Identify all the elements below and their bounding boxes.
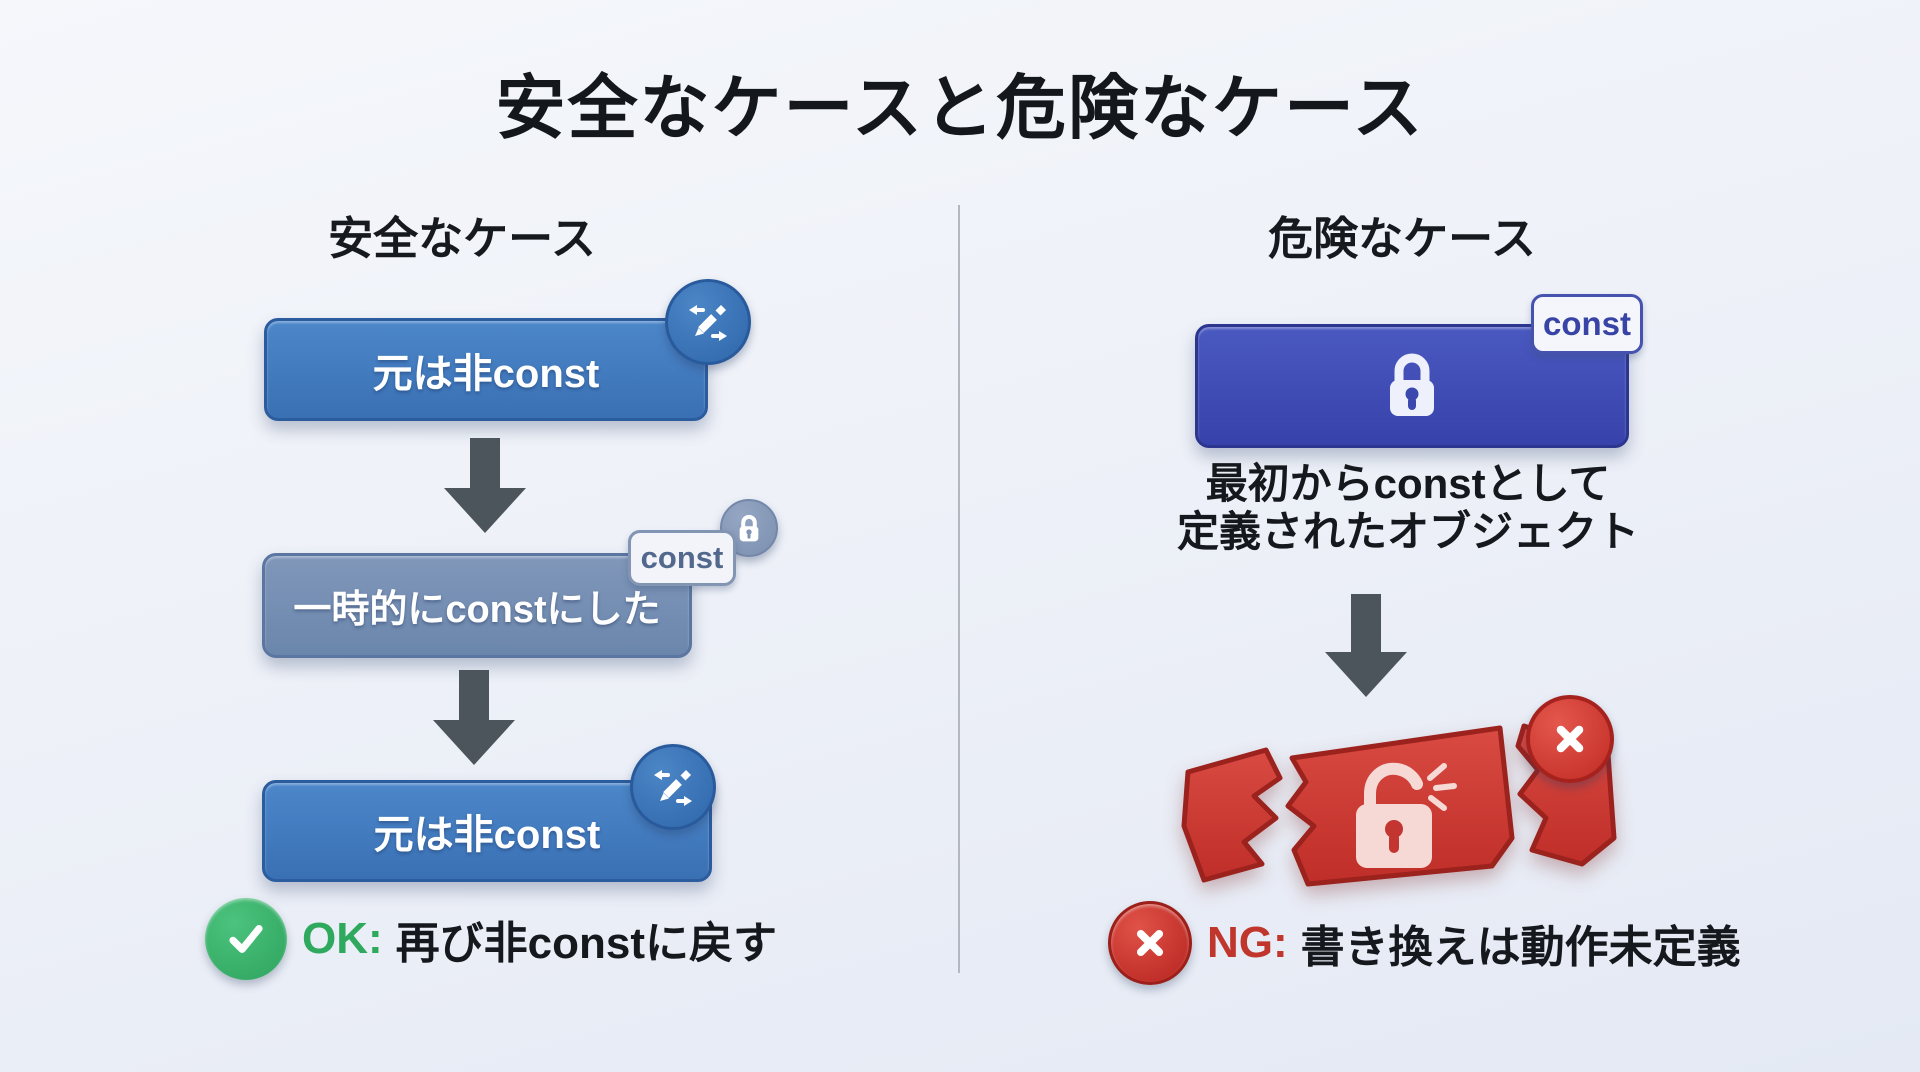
edit-pencil-arrows-icon <box>630 744 716 830</box>
safe-box-original-top-label: 元は非const <box>372 351 600 396</box>
down-arrow <box>1325 594 1407 697</box>
const-badge-label: const <box>1542 305 1631 342</box>
ok-verdict-label: OK: <box>302 914 383 963</box>
column-divider <box>958 205 960 973</box>
ok-verdict-row: OK: 再び非constに戻す <box>205 898 777 980</box>
x-circle-icon <box>1108 901 1192 985</box>
caption-line-2: 定義されたオブジェクト <box>1176 507 1639 555</box>
safe-box-original-bottom-label: 元は非const <box>373 813 601 857</box>
check-circle-icon <box>205 898 287 980</box>
const-object-caption: 最初からconstとして 定義されたオブジェクト <box>1138 460 1678 556</box>
temp-const-box: 一時的にconstにした <box>262 553 692 658</box>
edit-pencil-arrows-icon <box>665 279 751 365</box>
lock-closed-icon <box>1380 345 1444 428</box>
const-badge: const <box>628 530 736 586</box>
const-badge: const <box>1531 294 1643 354</box>
const-badge-label: const <box>640 540 724 575</box>
temp-const-box-label: 一時的にconstにした <box>293 589 661 631</box>
ok-verdict-text: 再び非constに戻す <box>395 919 778 968</box>
ng-verdict-label: NG: <box>1207 918 1288 967</box>
x-circle-icon <box>1526 695 1614 783</box>
ng-verdict-row: NG: 書き換えは動作未定義 <box>1108 901 1741 985</box>
page-title: 安全なケースと危険なケース <box>495 69 1425 147</box>
caption-line-1: 最初からconstとして <box>1205 460 1611 507</box>
safe-box-original-top: 元は非const <box>264 318 708 421</box>
down-arrow <box>444 438 526 533</box>
down-arrow <box>433 670 515 765</box>
lock-broken-icon <box>1356 762 1457 868</box>
dangerous-case-heading: 危険なケース <box>1268 213 1536 264</box>
safe-case-heading: 安全なケース <box>328 213 596 264</box>
ng-verdict-text: 書き換えは動作未定義 <box>1300 923 1741 972</box>
